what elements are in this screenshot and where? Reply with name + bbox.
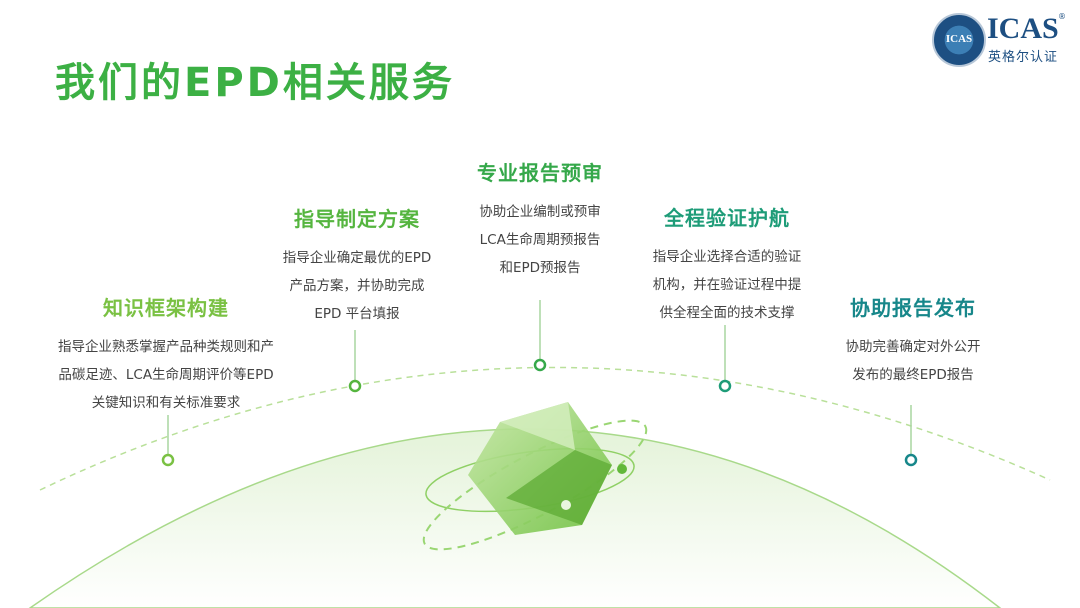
service-line: 品碳足迹、LCA生命周期评价等EPD (58, 367, 274, 383)
service-line: LCA生命周期预报告 (479, 232, 601, 248)
service-report-publication: 协助报告发布 协助完善确定对外公开 发布的最终EPD报告 (773, 292, 1053, 389)
service-verification-escort: 全程验证护航 指导企业选择合适的验证 机构，并在验证过程中提 供全程全面的技术支… (587, 202, 867, 327)
service-line: 指导企业熟悉掌握产品种类规则和产 (58, 339, 274, 355)
service-line: 产品方案，并协助完成 (289, 278, 425, 294)
service-title: 全程验证护航 (664, 206, 790, 230)
service-line: 和EPD预报告 (499, 260, 581, 276)
service-knowledge-framework: 知识框架构建 指导企业熟悉掌握产品种类规则和产 品碳足迹、LCA生命周期评价等E… (26, 292, 306, 417)
service-report-review: 专业报告预审 协助企业编制或预审 LCA生命周期预报告 和EPD预报告 (400, 157, 680, 282)
service-title: 专业报告预审 (477, 161, 603, 185)
service-title: 协助报告发布 (850, 296, 976, 320)
service-line: 指导企业选择合适的验证 (652, 249, 802, 265)
logo-brand: ICAS (987, 12, 1059, 45)
registered-mark: ® (1058, 12, 1066, 21)
service-title: 知识框架构建 (103, 296, 229, 320)
timeline-dot (904, 453, 918, 467)
service-line: 指导企业确定最优的EPD (282, 250, 432, 266)
timeline-dot (718, 379, 732, 393)
service-line: 机构，并在验证过程中提 (652, 277, 802, 293)
service-line: EPD 平台填报 (314, 306, 400, 322)
logo-cn-name: 英格尔认证 (988, 50, 1059, 65)
crystal-icon (422, 402, 648, 551)
service-plan-guidance: 指导制定方案 指导企业确定最优的EPD 产品方案，并协助完成 EPD 平台填报 (217, 203, 497, 328)
service-line: 供全程全面的技术支撑 (659, 305, 795, 321)
timeline-dot (161, 453, 175, 467)
timeline-dot (348, 379, 362, 393)
service-line: 发布的最终EPD报告 (852, 367, 974, 383)
page-title: 我们的EPD相关服务 (55, 60, 455, 106)
service-line: 关键知识和有关标准要求 (91, 395, 241, 411)
service-line: 协助企业编制或预审 (479, 204, 601, 220)
timeline-dot (533, 358, 547, 372)
seal-icon: ICAS (932, 13, 986, 67)
service-title: 指导制定方案 (294, 207, 420, 231)
service-line: 协助完善确定对外公开 (845, 339, 981, 355)
icas-logo: ICAS ICAS ® 英格尔认证 (930, 10, 1070, 70)
